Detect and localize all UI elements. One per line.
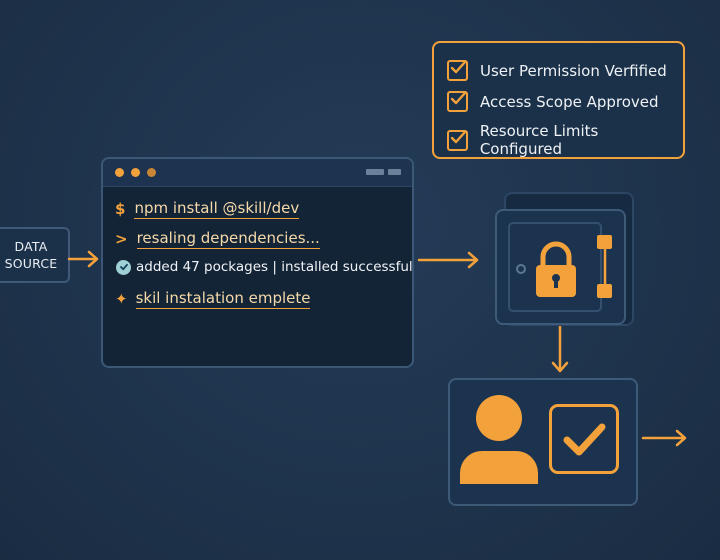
- checklist-item: Resource Limits Configured: [447, 122, 683, 158]
- arrow-source-to-terminal: [67, 250, 99, 268]
- arrow-terminal-to-vault: [417, 251, 479, 269]
- verification-checklist: User Permission Verfified Access Scope A…: [432, 41, 685, 159]
- terminal-line-complete: ✦ skil instalation emplete: [115, 289, 311, 309]
- terminal-line-added: added 47 pockages | installed successful…: [116, 259, 414, 275]
- window-dot-icon: [147, 168, 156, 177]
- user-icon: [460, 395, 538, 484]
- prompt-symbol: $: [115, 200, 126, 218]
- arrow-vault-to-profile: [551, 325, 569, 373]
- checkbox-checked-icon: [447, 91, 468, 112]
- data-source-box: DATA SOURCE: [0, 227, 70, 283]
- checklist-item-label: Access Scope Approved: [480, 92, 659, 111]
- checklist-item: User Permission Verfified: [447, 60, 667, 81]
- terminal-command-text: npm install @skill/dev: [134, 199, 300, 219]
- window-dot-icon: [115, 168, 124, 177]
- prompt-symbol: >: [115, 230, 128, 248]
- terminal-line-install: $ npm install @skill/dev: [115, 199, 300, 219]
- approved-user-card: [448, 378, 638, 506]
- window-control-icon: [388, 169, 401, 175]
- terminal-output-text: resaling dependencies...: [136, 229, 320, 249]
- checklist-item-label: Resource Limits Configured: [479, 122, 599, 158]
- terminal-window: $ npm install @skill/dev > resaling depe…: [101, 157, 414, 368]
- window-dot-icon: [131, 168, 140, 177]
- checkbox-checked-icon: [447, 129, 468, 151]
- check-circle-icon: [116, 259, 131, 275]
- arrow-profile-out: [641, 429, 687, 447]
- window-control-icon: [366, 169, 384, 175]
- terminal-line-resolving: > resaling dependencies...: [115, 229, 320, 249]
- terminal-title-bar: [103, 159, 412, 187]
- approved-check-icon: [549, 404, 619, 474]
- data-source-label-line2: SOURCE: [4, 256, 58, 271]
- terminal-output-text: skil instalation emplete: [135, 289, 311, 309]
- terminal-output-text: added 47 pockages | installed successful…: [136, 259, 414, 275]
- checklist-item: Access Scope Approved: [447, 91, 659, 112]
- data-source-label-line1: DATA: [14, 239, 48, 254]
- secure-vault: [495, 209, 626, 325]
- checkbox-checked-icon: [447, 60, 468, 81]
- sparkle-icon: ✦: [115, 290, 128, 308]
- padlock-icon: [508, 222, 612, 312]
- checklist-item-label: User Permission Verfified: [480, 61, 667, 80]
